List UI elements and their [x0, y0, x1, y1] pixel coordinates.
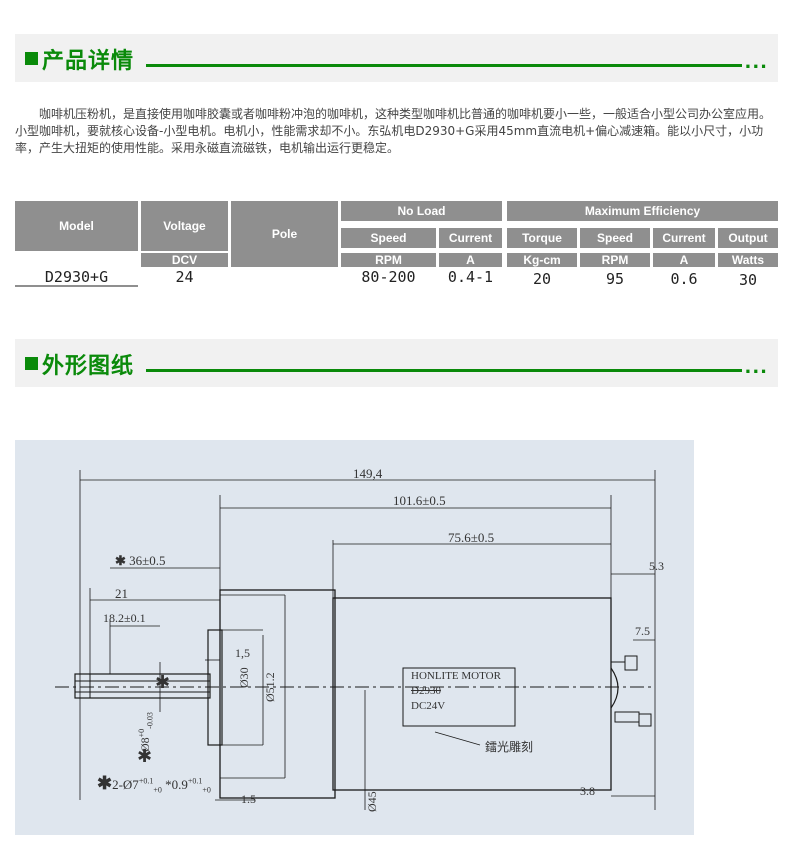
ellipsis-dots: ...	[744, 52, 768, 73]
th-output: Output	[718, 228, 778, 248]
unit-rpm2: RPM	[580, 253, 650, 267]
spec-table: Model Voltage Pole No Load Maximum Effic…	[15, 201, 778, 289]
section-title: 外形图纸	[42, 354, 135, 379]
dim-can-length: 75.6±0.5	[448, 530, 495, 545]
th-pole: Pole	[231, 201, 338, 267]
unit-kgcm: Kg-cm	[507, 253, 577, 267]
th-max-efficiency: Maximum Efficiency	[507, 201, 778, 221]
th-model: Model	[15, 201, 138, 251]
divider	[146, 369, 742, 372]
section-header-drawing: 外形图纸 ...	[15, 339, 778, 387]
th-torque: Torque	[507, 228, 577, 248]
dim-gear-length: ✱ 36±0.5	[115, 553, 166, 568]
dim-body-length: 101.6±0.5	[393, 493, 446, 508]
motor-outline-drawing: 149,4 101.6±0.5 75.6±0.5 ✱ 36±0.5 21 18.…	[15, 440, 694, 835]
dim-d45: Ø45	[365, 791, 379, 812]
gearbox-body	[219, 589, 336, 799]
terminal-top	[624, 655, 638, 671]
nameplate-line-1: HONLITE MOTOR	[411, 670, 501, 682]
dim-holes: ✱2-Ø7+0.1+0 *0.9+0.1+0	[97, 773, 211, 795]
th-me-current: Current	[653, 228, 715, 248]
dim-1-5-top: 1,5	[235, 646, 250, 660]
laser-engraving-note: 鐳光雕刻	[485, 740, 534, 754]
unit-watts: Watts	[718, 253, 778, 267]
section-title: 产品详情	[42, 49, 135, 74]
th-me-speed: Speed	[580, 228, 650, 248]
nameplate-line-3: DC24V	[411, 700, 446, 712]
ellipsis-dots: ...	[744, 357, 768, 378]
unit-rpm: RPM	[341, 253, 436, 267]
val-model: D2930+G	[44, 268, 109, 286]
dim-d51: Ø51.2	[263, 672, 277, 702]
section-header-details: 产品详情 ...	[15, 34, 778, 82]
nameplate	[402, 667, 516, 727]
th-no-load: No Load	[341, 201, 502, 221]
th-voltage: Voltage	[141, 201, 228, 251]
dim-total-length: 149,4	[353, 466, 383, 481]
square-bullet-icon	[25, 357, 38, 370]
dim-3-8: 3.8	[580, 784, 595, 798]
product-description: 咖啡机压粉机，是直接使用咖啡胶囊或者咖啡粉冲泡的咖啡机，这种类型咖啡机比普通的咖…	[15, 107, 772, 155]
val-speed: 95	[605, 270, 625, 288]
dim-5-3: 5.3	[649, 559, 664, 573]
val-output: 30	[738, 271, 758, 289]
unit-dcv: DCV	[141, 253, 228, 267]
dim-1-5-bottom: 1.5	[241, 792, 256, 806]
asterisk-icon: ✱	[155, 672, 171, 693]
terminal-bottom	[638, 713, 652, 727]
unit-a: A	[439, 253, 502, 267]
dim-d30: Ø30	[237, 667, 251, 688]
th-nl-speed: Speed	[341, 228, 436, 248]
nameplate-line-2: D2930	[411, 685, 441, 697]
val-voltage: 24	[175, 268, 194, 286]
table-underline	[15, 285, 138, 287]
asterisk-icon: ✱	[137, 746, 153, 767]
square-bullet-icon	[25, 52, 38, 65]
val-torque: 20	[532, 270, 552, 288]
val-nl-current: 0.4-1	[447, 268, 494, 286]
unit-a2: A	[653, 253, 715, 267]
motor-can	[332, 597, 612, 791]
dim-7-5: 7.5	[635, 624, 650, 638]
dim-21: 21	[115, 586, 128, 601]
val-current: 0.6	[670, 270, 698, 288]
th-nl-current: Current	[439, 228, 502, 248]
val-nl-speed: 80-200	[361, 268, 416, 286]
shaft	[74, 673, 211, 699]
divider	[146, 64, 742, 67]
dim-18: 18.2±0.1	[103, 611, 146, 625]
